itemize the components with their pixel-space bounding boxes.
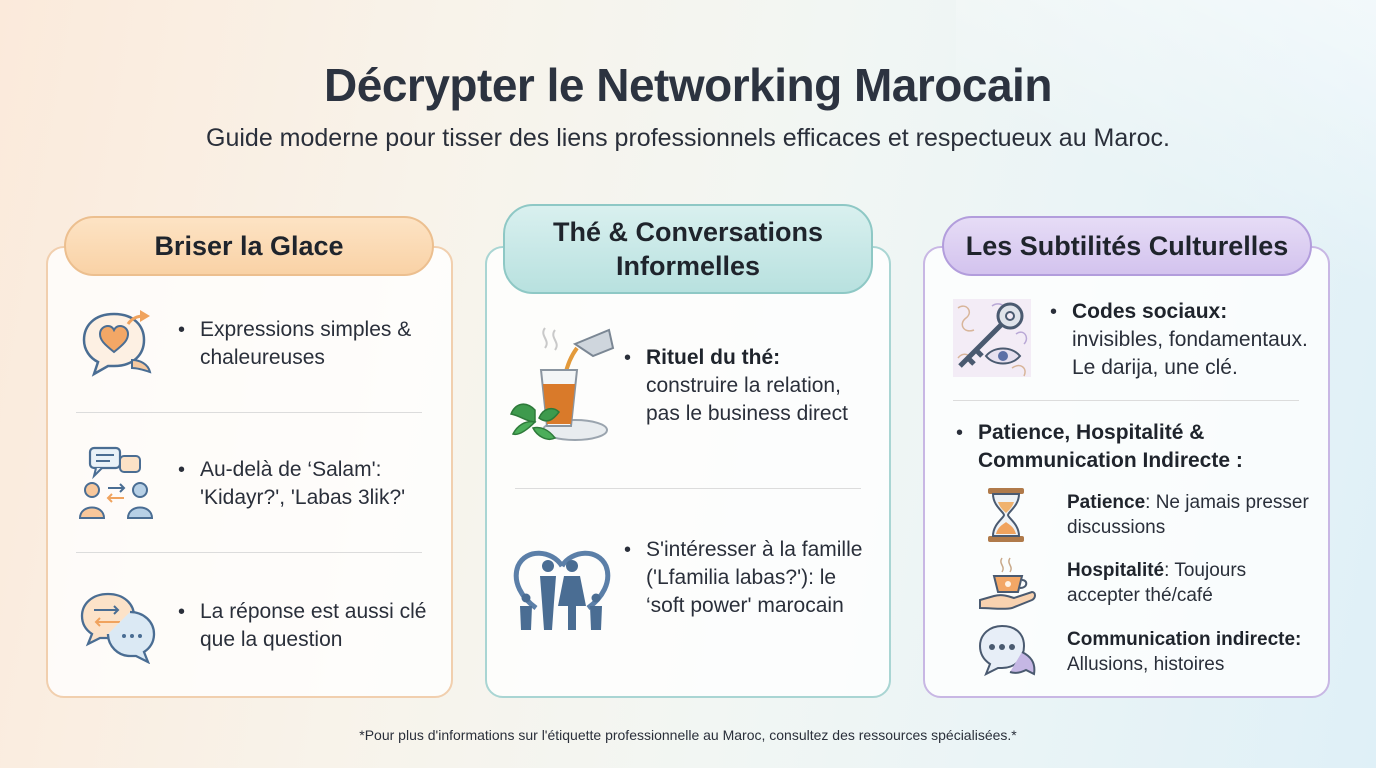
divider [76,412,422,413]
item-bold: Codes sociaux: [1072,300,1228,323]
sub-item-bold: Communication indirecte: [1067,629,1302,650]
list-item: • Patience, Hospitalité & Communication … [956,419,1256,475]
bullet: • [178,601,186,623]
sub-item-text: : Ne jamais presser discussions [1067,492,1309,538]
key-eye-icon [953,299,1031,377]
sub-item-bold: Patience [1067,492,1146,513]
item-text: Patience, Hospitalité & Communication In… [978,419,1256,475]
item-text: Rituel du thé: construire la relation, pa… [646,344,874,428]
sub-item-bold: Hospitalité [1067,560,1165,581]
item-bold: Patience, Hospitalité & Communication In… [978,421,1243,472]
bullet: • [1050,301,1058,323]
bullet: • [624,539,632,561]
bullet: • [624,347,632,369]
divider [953,400,1299,401]
list-item: • Au-delà de ‘Salam': 'Kidayr?', 'Labas … [178,456,436,512]
divider [76,552,422,553]
card-title-subtilites-culturelles: Les Subtilités Culturelles [942,216,1312,276]
item-body: invisibles, fondamentaux. Le darija, une… [1072,328,1308,379]
divider [515,488,861,489]
hourglass-icon [988,488,1024,542]
list-item: • Rituel du thé: construire la relation, … [624,344,874,428]
sub-item-patience: Patience: Ne jamais presser discussions [1067,490,1317,540]
list-item: • Codes sociaux: invisibles, fondamentaux… [1050,298,1320,382]
bullet: • [178,319,186,341]
hand-tea-icon [979,557,1036,610]
card-title-briser-la-glace: Briser la Glace [64,216,434,276]
item-text: Au-delà de ‘Salam': 'Kidayr?', 'Labas 3l… [200,458,406,509]
bullet: • [178,459,186,481]
page-subtitle: Guide moderne pour tisser des liens prof… [206,124,1170,152]
reply-bubbles-icon [80,592,156,664]
item-text: S'intéresser à la famille ('Lfamilia lab… [646,538,863,617]
list-item: • La réponse est aussi clé que la questi… [178,598,428,654]
mint-tea-icon [509,327,615,441]
card-title-the-conversations: Thé & Conversations Informelles [503,204,873,294]
people-exchange-icon [78,446,154,519]
item-body: construire la relation, pas le business … [646,374,848,425]
footer-note: *Pour plus d'informations sur l'étiquett… [359,727,1017,743]
family-heart-icon [513,550,611,630]
item-text: Expressions simples & chaleureuses [200,318,412,369]
sub-item-text: : Toujours accepter thé/café [1067,560,1247,606]
item-text: La réponse est aussi clé que la question [200,600,427,651]
item-bold: Rituel du thé: [646,346,781,369]
item-text: Codes sociaux: invisibles, fondamentaux. … [1072,298,1320,382]
list-item: • Expressions simples & chaleureuses [178,316,428,372]
page-title: Décrypter le Networking Marocain [324,59,1052,111]
bullet: • [956,422,964,444]
heart-chat-icon [82,310,152,377]
chat-dots-icon [978,624,1036,677]
list-item: • S'intéresser à la famille ('Lfamilia l… [624,536,878,620]
sub-item-hospitalite: Hospitalité: Toujours accepter thé/café [1067,558,1317,608]
sub-item-text: Allusions, histoires [1067,654,1225,675]
sub-item-communication: Communication indirecte: Allusions, histo… [1067,627,1319,677]
